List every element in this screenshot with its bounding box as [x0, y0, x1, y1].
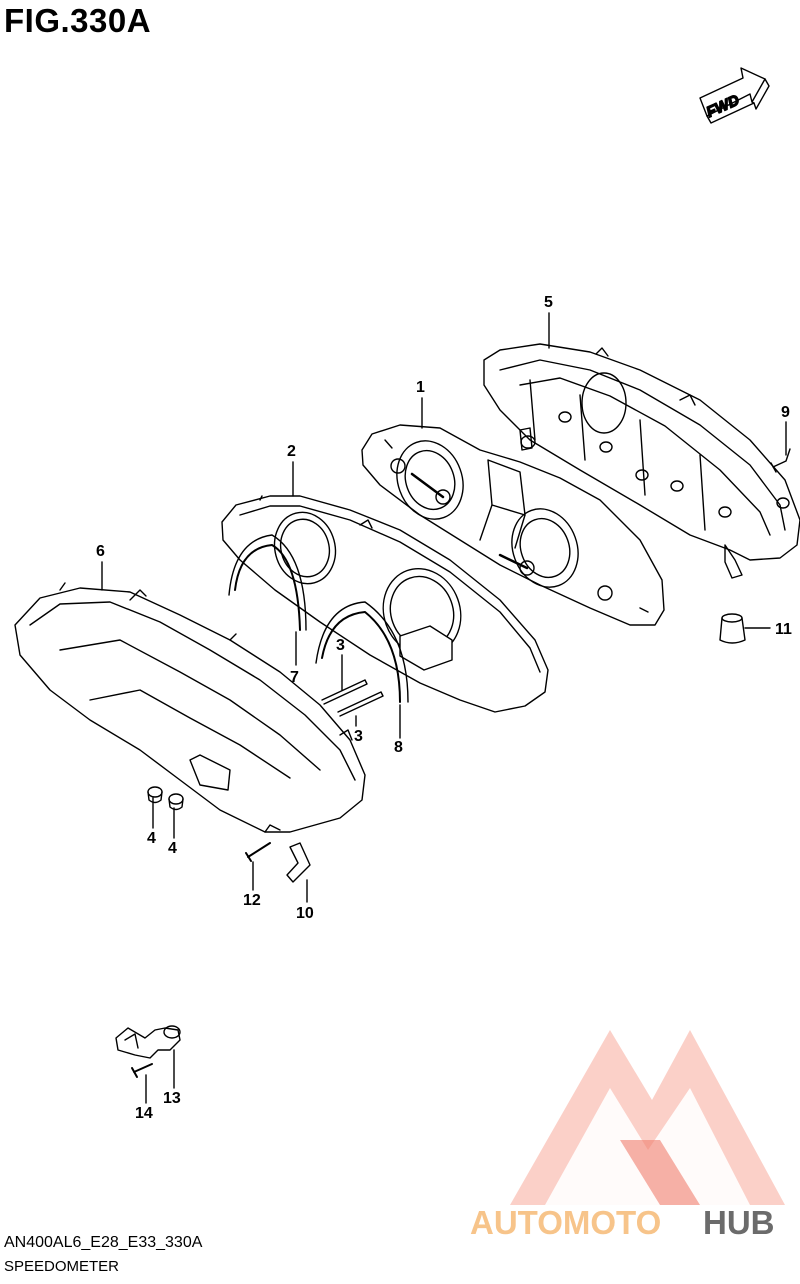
part-5-rear-housing	[483, 343, 800, 579]
callout-2: 2	[287, 443, 296, 460]
watermark-word-2: HUB	[703, 1204, 775, 1241]
callout-7: 7	[290, 669, 299, 686]
callout-labels: 1 2 3 3 4 4 5 6 7 8 9 10 11 12 13 14	[96, 294, 792, 1122]
fwd-arrow-icon: FWD	[699, 67, 770, 124]
part-2-front-panel	[221, 495, 549, 713]
part-8-ring	[321, 611, 401, 703]
watermark-logo: AUTOMOTO HUB	[470, 1030, 785, 1241]
callout-1: 1	[416, 379, 425, 396]
part-12-screw	[245, 842, 271, 862]
callout-8: 8	[394, 739, 403, 756]
part-13-sensor	[115, 1025, 181, 1059]
part-14-bolt	[131, 1063, 153, 1078]
figure-code: AN400AL6_E28_E33_330A	[4, 1234, 203, 1251]
part-1-meter-face	[361, 424, 665, 626]
callout-3b: 3	[354, 728, 363, 745]
callout-5: 5	[544, 294, 553, 311]
callout-14: 14	[135, 1105, 153, 1122]
watermark-word-1: AUTOMOTO	[470, 1204, 661, 1241]
part-3-pin	[337, 691, 384, 717]
callout-9: 9	[781, 404, 790, 421]
callout-11: 11	[775, 621, 792, 638]
callout-10: 10	[296, 905, 314, 922]
part-11-cap	[719, 613, 746, 644]
callout-6: 6	[96, 543, 105, 560]
part-6-lens-cover	[14, 582, 366, 833]
callout-13: 13	[163, 1090, 181, 1107]
callout-4b: 4	[168, 840, 177, 857]
figure-caption: SPEEDOMETER	[4, 1258, 120, 1275]
part-9-screw	[770, 448, 791, 473]
figure-title: FIG.330A	[4, 2, 152, 39]
part-10-pad	[286, 842, 311, 883]
callout-3a: 3	[336, 637, 345, 654]
part-4-grommet	[168, 793, 184, 811]
part-3-pin	[321, 679, 368, 705]
callout-12: 12	[243, 892, 261, 909]
callout-4a: 4	[147, 830, 156, 847]
part-7-ring	[234, 544, 301, 631]
part-4-grommet	[147, 786, 163, 804]
